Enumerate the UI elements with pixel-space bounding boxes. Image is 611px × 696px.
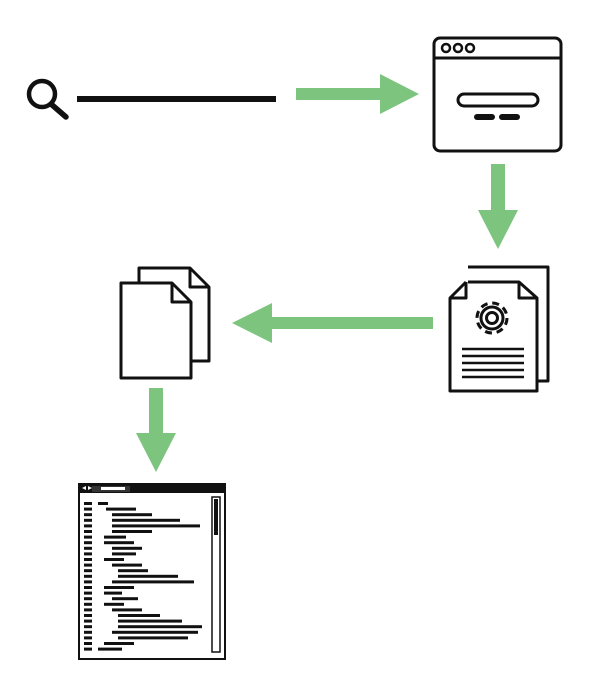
- code-line: [118, 569, 148, 573]
- code-line: [118, 636, 188, 640]
- line-number: [84, 574, 92, 578]
- line-number: [84, 580, 92, 584]
- code-line: [112, 530, 152, 533]
- code-line: [112, 563, 142, 567]
- line-number: [84, 530, 92, 533]
- arrow-right: [296, 74, 419, 114]
- line-number: [84, 625, 92, 629]
- code-line: [98, 502, 108, 505]
- settings-document-icon: [448, 265, 550, 393]
- documents-icon: [119, 266, 211, 380]
- code-line: [112, 608, 142, 612]
- code-line: [104, 586, 134, 589]
- code-line: [112, 580, 194, 584]
- line-number: [84, 569, 92, 573]
- code-line: [118, 574, 178, 578]
- code-line: [112, 630, 198, 634]
- line-number: [84, 636, 92, 640]
- code-line: [112, 597, 138, 601]
- code-lines: [84, 502, 202, 651]
- line-number: [84, 586, 92, 589]
- line-number: [84, 614, 92, 617]
- line-number: [84, 502, 92, 505]
- code-file-icon: [78, 483, 226, 660]
- code-line: [98, 647, 122, 651]
- code-line: [104, 541, 134, 545]
- line-number: [84, 507, 92, 511]
- code-line: [104, 535, 126, 539]
- line-number: [84, 591, 92, 595]
- arrow-down: [478, 164, 518, 249]
- line-number: [84, 563, 92, 567]
- arrow-left: [232, 303, 433, 343]
- scrollbar: [211, 496, 221, 653]
- line-number: [84, 642, 92, 645]
- browser-window-icon: [432, 36, 563, 153]
- line-number: [84, 597, 92, 601]
- line-number: [84, 541, 92, 545]
- code-line: [112, 546, 142, 550]
- line-number: [84, 552, 92, 556]
- code-line: [104, 558, 124, 561]
- line-number: [84, 619, 92, 623]
- line-number: [84, 518, 92, 522]
- line-number: [84, 524, 92, 528]
- code-line: [112, 552, 136, 556]
- code-line: [118, 619, 182, 623]
- code-line: [104, 642, 134, 645]
- line-number: [84, 513, 92, 517]
- code-line: [104, 591, 122, 595]
- code-line: [118, 614, 160, 617]
- search-icon: [26, 78, 69, 120]
- line-number: [84, 535, 92, 539]
- arrow-down: [136, 388, 176, 472]
- gear-icon: [475, 301, 509, 335]
- code-line: [112, 518, 180, 522]
- line-number: [84, 630, 92, 634]
- code-line: [118, 625, 202, 629]
- line-number: [84, 608, 92, 612]
- line-number: [84, 546, 92, 550]
- code-line: [106, 507, 136, 511]
- search-input-line: [77, 96, 276, 102]
- code-line: [112, 524, 200, 528]
- code-line: [112, 513, 152, 517]
- line-number: [84, 602, 92, 606]
- line-number: [84, 647, 92, 651]
- line-number: [84, 558, 92, 561]
- code-line: [104, 602, 124, 606]
